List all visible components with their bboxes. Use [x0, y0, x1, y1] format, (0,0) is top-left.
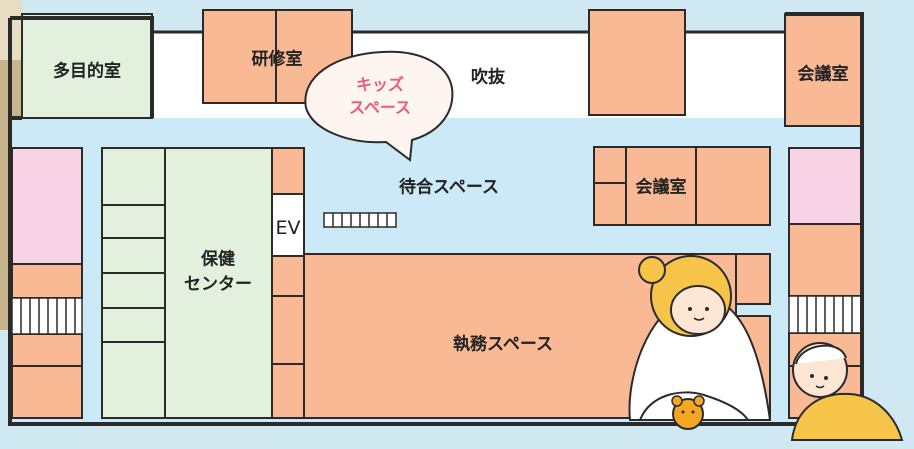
label-meeting-room-top: 会議室	[797, 64, 849, 85]
label-kids-space-line1: キッズ	[355, 74, 404, 94]
room-left-bottom[interactable]	[11, 333, 83, 419]
room-top-block[interactable]	[588, 9, 686, 116]
room-office-side-1[interactable]	[735, 253, 771, 305]
staircase-right	[788, 295, 863, 334]
staircase-left	[11, 297, 83, 335]
label-office-space: 執務スペース	[453, 334, 553, 355]
label-health-center-line2: センター	[184, 274, 252, 294]
elevator[interactable]	[271, 193, 305, 257]
room-meeting-mid[interactable]	[593, 146, 771, 226]
room-right-pink[interactable]	[788, 147, 863, 225]
label-waiting-space: 待合スペース	[399, 177, 499, 198]
baby-illustration	[790, 342, 904, 441]
label-atrium: 吹抜	[471, 67, 505, 88]
room-health-center[interactable]	[101, 147, 273, 419]
label-health-center-line1: 保健	[201, 249, 235, 270]
label-kids-space-line2: スペース	[348, 98, 412, 117]
label-multipurpose-room: 多目的室	[53, 61, 121, 82]
room-small-4[interactable]	[271, 363, 305, 419]
label-elevator: EV	[275, 217, 301, 240]
label-meeting-room-mid: 会議室	[635, 177, 687, 198]
label-kids-space: キッズ スペース	[349, 73, 411, 119]
woman-illustration	[628, 255, 772, 430]
label-training-room: 研修室	[251, 49, 303, 70]
room-left-pink[interactable]	[11, 147, 83, 265]
atrium-wall	[150, 18, 785, 34]
room-multipurpose[interactable]	[21, 13, 153, 119]
room-left-orange[interactable]	[11, 263, 83, 299]
label-health-center: 保健 センター	[184, 247, 252, 296]
waiting-benches	[323, 212, 397, 228]
room-small-2[interactable]	[271, 255, 305, 297]
room-small-3[interactable]	[271, 295, 305, 365]
room-right-orange[interactable]	[788, 223, 863, 297]
kids-space-bubble	[304, 50, 454, 162]
room-small-1[interactable]	[271, 147, 305, 195]
